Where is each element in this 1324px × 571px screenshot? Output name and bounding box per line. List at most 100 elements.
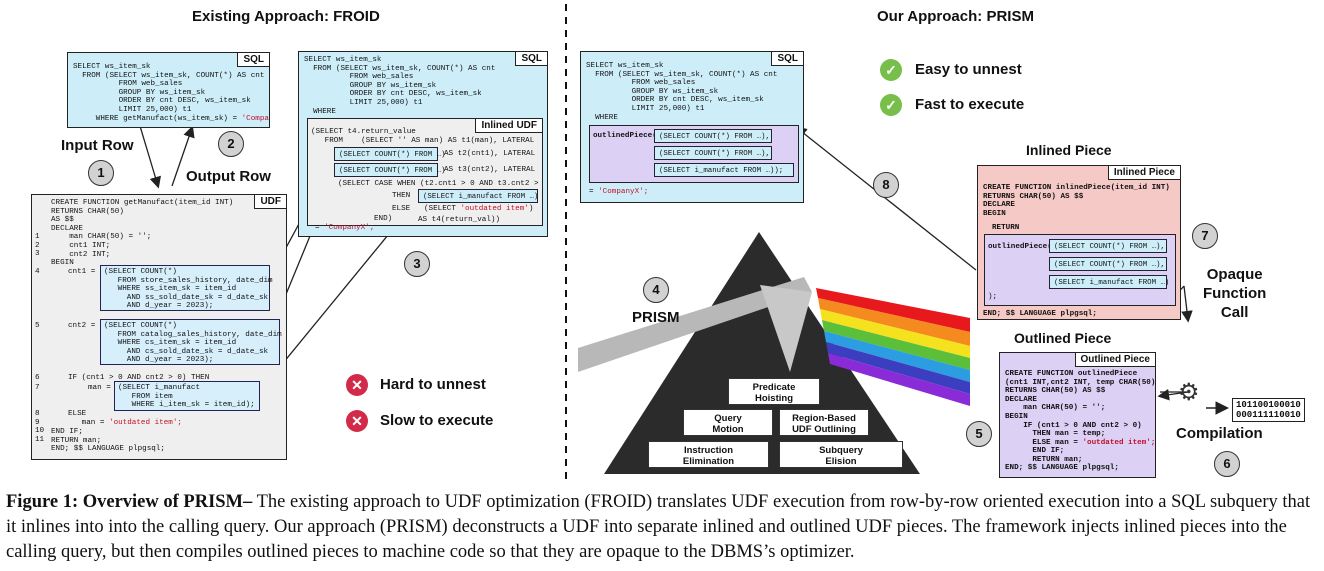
udf-line-5: 5 (35, 322, 40, 330)
prism-sub-q1: (SELECT COUNT(*) FROM …), (654, 129, 772, 143)
gear-icon: ⚙ (1178, 379, 1200, 406)
inlined-close: ); (988, 293, 998, 301)
froid-sql-box: SQL SELECT ws_item_sk FROM (SELECT ws_it… (298, 51, 548, 237)
step-4: 4 (643, 277, 669, 303)
froid-tail: = 'CompanyX'; (315, 224, 375, 232)
udf-line-4: 4 (35, 268, 40, 276)
froid-q2-box: (SELECT COUNT(*) FROM …) (334, 163, 445, 177)
udf-head: CREATE FUNCTION getManufact(item_id INT)… (51, 199, 234, 268)
rainbow-blue (824, 331, 970, 382)
froid-else-val: (SELECT 'outdated item') (424, 205, 534, 213)
figure-caption: Figure 1: Overview of PRISM– The existin… (6, 490, 1318, 565)
step-1: 1 (88, 160, 114, 186)
rainbow-red (816, 288, 970, 332)
compile-arrow-b (1157, 388, 1189, 401)
prism-outlined-call: outlinedPiece( (593, 132, 657, 140)
rainbow-violet (828, 353, 970, 406)
udf-man-query: (SELECT i_manufact FROM item WHERE i_ite… (118, 384, 255, 410)
predicate-hoisting: Predicate Hoisting (728, 378, 820, 405)
udf-box: UDF CREATE FUNCTION getManufact(item_id … (31, 194, 287, 460)
inlined-q1: (SELECT COUNT(*) FROM …), (1049, 239, 1167, 253)
opaque-call-arrow (1181, 285, 1193, 323)
udf-cnt1-query-box: (SELECT COUNT(*) FROM store_sales_histor… (100, 265, 273, 311)
udf-line-7: 7 (35, 384, 40, 392)
x-icon-slow: ✕ (346, 410, 368, 432)
region-based-udf-outlining: Region-Based UDF Outlining (779, 409, 869, 436)
hard-to-unnest: Hard to unnest (380, 376, 486, 393)
subquery-elision: Subquery Elision (779, 441, 903, 468)
step-3: 3 (404, 251, 430, 277)
outlined-piece-title: Outlined Piece (1014, 330, 1112, 346)
froid-sql-tag: SQL (515, 52, 547, 66)
step-7: 7 (1192, 223, 1218, 249)
prism-sub-q2: (SELECT COUNT(*) FROM …), (654, 146, 772, 160)
udf-man-query-box: (SELECT i_manufact FROM item WHERE i_ite… (114, 381, 260, 411)
sql-tag: SQL (237, 53, 269, 67)
udf-cnt2-query-box: (SELECT COUNT(*) FROM catalog_sales_hist… (100, 319, 282, 365)
froid-then: THEN (392, 192, 411, 200)
inlined-piece-box: Inlined Piece CREATE FUNCTION inlinedPie… (977, 165, 1181, 320)
udf-line-8-11: 8 9 10 11 (35, 410, 45, 444)
caption-text: The existing approach to UDF optimizatio… (6, 492, 1311, 562)
froid-end: END) (374, 215, 393, 223)
prism-sql-tag: SQL (771, 52, 803, 66)
opaque-function-call: Opaque Function Call (1203, 266, 1267, 321)
outlined-code: CREATE FUNCTION outlinedPiece (cnt1 INT,… (1005, 370, 1156, 447)
prism-sql-tail: = 'CompanyX'; (589, 188, 649, 196)
rainbow-indigo (826, 342, 970, 394)
step-8: 8 (873, 172, 899, 198)
udf-cnt1-query: (SELECT COUNT(*) FROM store_sales_histor… (104, 268, 273, 311)
prism-label: PRISM (632, 309, 680, 326)
light-beam (578, 277, 812, 372)
slow-to-execute: Slow to execute (380, 412, 494, 429)
binary-output: 101100100010 000111110010 (1232, 398, 1305, 422)
prism-sub-q3: (SELECT i_manufact FROM …)); (654, 163, 794, 177)
udf-cnt2-query: (SELECT COUNT(*) FROM catalog_sales_hist… (104, 322, 282, 365)
udf-cnt2-label: cnt2 = (68, 322, 96, 330)
froid-q3-box: (SELECT i_manufact FROM …) (418, 189, 538, 203)
inlined-udf-box: Inlined UDF (SELECT t4.return_value FROM… (307, 118, 543, 226)
input-row-label: Input Row (61, 137, 134, 154)
inlined-call: outlinedPiece( (988, 243, 1052, 251)
inlined-udf-tag: Inlined UDF (475, 119, 542, 133)
inlined-piece-title: Inlined Piece (1026, 142, 1112, 158)
compilation-label: Compilation (1176, 425, 1263, 442)
rainbow-orange (818, 298, 970, 346)
prism-sql-code: SELECT ws_item_sk FROM (SELECT ws_item_s… (586, 62, 778, 122)
light-inner (760, 285, 812, 372)
udf-tail: END IF; RETURN man; END; $$ LANGUAGE plp… (51, 428, 165, 454)
instruction-elimination: Instruction Elimination (648, 441, 769, 468)
inlined-q3: (SELECT i_manufact FROM …) (1049, 275, 1169, 289)
udf-man-label: man = (88, 384, 111, 392)
froid-else: ELSE (392, 205, 411, 213)
step-6: 6 (1214, 451, 1240, 477)
rainbow-green (822, 320, 970, 370)
check-icon-fast: ✓ (880, 94, 902, 116)
udf-cnt1-label: cnt1 = (68, 268, 96, 276)
inlined-call-box: outlinedPiece( (SELECT COUNT(*) FROM …),… (984, 234, 1176, 306)
step8-arrow (794, 126, 977, 271)
udf-line-numbers: 1 2 3 (35, 233, 40, 259)
froid-case: (SELECT CASE WHEN (t2.cnt1 > 0 AND t3.cn… (338, 180, 543, 188)
inlined-q2: (SELECT COUNT(*) FROM …), (1049, 257, 1167, 271)
froid-q1-tail: AS t2(cnt1), LATERAL (444, 150, 536, 158)
froid-q1-box: (SELECT COUNT(*) FROM …) (334, 147, 445, 161)
froid-inner-1: (SELECT t4.return_value FROM (SELECT '' … (311, 128, 535, 145)
output-row-label: Output Row (186, 168, 271, 185)
udf-tag: UDF (254, 195, 286, 209)
x-icon-hard: ✕ (346, 374, 368, 396)
udf-else: ELSE man = 'outdated item'; (68, 410, 182, 427)
udf-line-6: 6 (35, 374, 40, 382)
udf-if: IF (cnt1 > 0 AND cnt2 > 0) THEN (68, 374, 210, 382)
inlined-head: CREATE FUNCTION inlinedPiece(item_id INT… (983, 184, 1170, 218)
froid-code-top: SELECT ws_item_sk FROM (SELECT ws_item_s… (304, 56, 496, 116)
inlined-tail: END; $$ LANGUAGE plpgsql; (983, 310, 1097, 318)
step-2: 2 (218, 131, 244, 157)
output-row-arrow (171, 125, 195, 187)
input-row-arrow (139, 125, 161, 189)
rainbow-yellow (820, 309, 970, 358)
check-icon-easy: ✓ (880, 59, 902, 81)
prism-sql-box: SQL SELECT ws_item_sk FROM (SELECT ws_it… (580, 51, 804, 203)
caption-bold: Figure 1: Overview of PRISM– (6, 492, 253, 512)
prism-title: Our Approach: PRISM (877, 8, 1034, 25)
